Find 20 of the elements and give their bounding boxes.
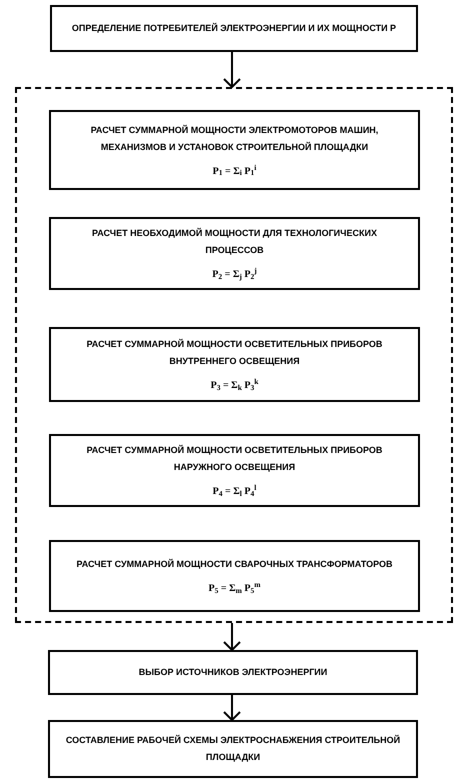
process-box [48,650,418,695]
box-text: СОСТАВЛЕНИЕ РАБОЧЕЙ СХЕМЫ ЭЛЕКТРОСНАБЖЕНИЯ СТРОИТЕЛЬНОЙ ПЛОЩАДКИ [64,734,402,764]
box-text: РАСЧЕТ СУММАРНОЙ МОЩНОСТИ ОСВЕТИТЕЛЬНЫХ ПРИБОРОВ ВНУТРЕННЕГО ОСВЕЩЕНИЯ [86,338,384,368]
box-text: РАСЧЕТ НЕОБХОДИМОЙ МОЩНОСТИ ДЛЯ ТЕХНОЛОГИЧЕСКИХ ПРОЦЕССОВ [91,226,378,257]
arrow [223,52,241,88]
process-box [49,540,420,612]
process-box [49,327,420,402]
process-box [50,5,418,52]
process-box [49,217,420,290]
arrow [223,695,241,721]
process-box [48,720,418,778]
process-box [49,434,420,507]
dashed-group-frame [15,87,453,623]
arrow [223,623,241,651]
box-text: РАСЧЕТ СУММАРНОЙ МОЩНОСТИ СВАРОЧНЫХ ТРАНСФОРМАТОРОВ [76,558,392,571]
box-text: ОПРЕДЕЛЕНИЕ ПОТРЕБИТЕЛЕЙ ЭЛЕКТРОЭНЕРГИИ И ИХ МОЩНОСТИ Р [72,22,396,35]
box-text: ВЫБОР ИСТОЧНИКОВ ЭЛЕКТРОЭНЕРГИИ [138,666,328,679]
box-text: РАСЧЕТ СУММАРНОЙ МОЩНОСТИ ОСВЕТИТЕЛЬНЫХ ПРИБОРОВ НАРУЖНОГО ОСВЕЩЕНИЯ [86,444,384,474]
process-box [49,110,420,190]
box-text: РАСЧЕТ СУММАРНОЙ МОЩНОСТИ ЭЛЕКТРОМОТОРОВ МАШИН, МЕХАНИЗМОВ И УСТАНОВОК СТРОИТЕЛЬНОЙ ПЛОЩАДКИ [90,124,380,154]
